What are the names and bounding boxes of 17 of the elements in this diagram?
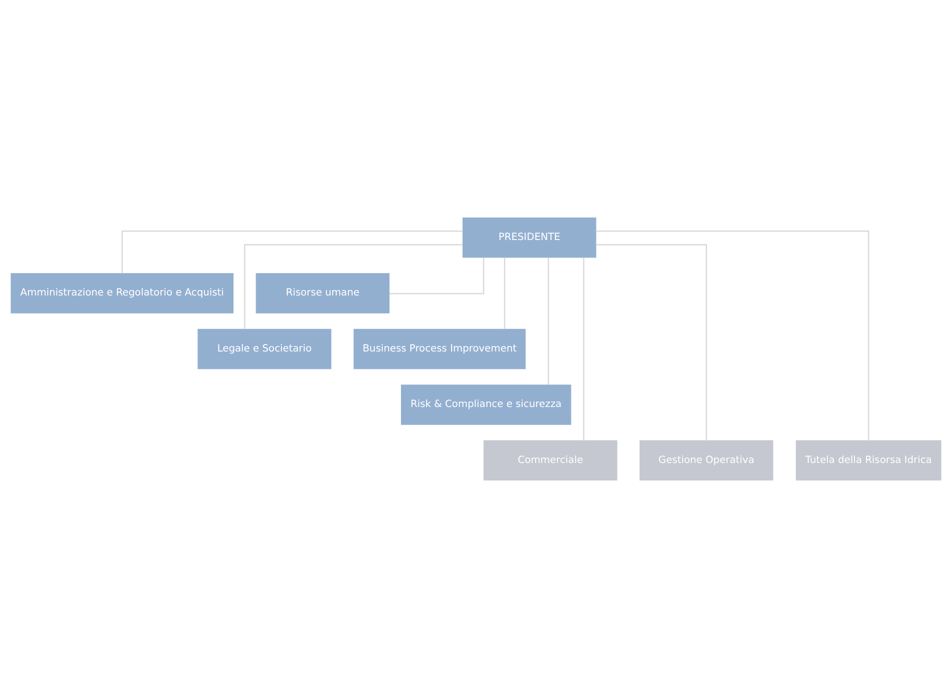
node-box: Commerciale bbox=[484, 440, 618, 481]
node-box: Legale e Societario bbox=[198, 328, 332, 370]
node-box: Risk & Compliance e sicurezza bbox=[400, 384, 572, 425]
node-box: Risorse umane bbox=[256, 273, 390, 314]
connector bbox=[596, 230, 870, 440]
connector bbox=[504, 258, 506, 329]
connector bbox=[390, 258, 484, 294]
node-box: Amministrazione e Regolatorio e Acquisti bbox=[10, 273, 234, 314]
node-box: PRESIDENTE bbox=[462, 217, 596, 258]
connector bbox=[548, 258, 550, 384]
connector bbox=[244, 244, 462, 329]
node-box: Business Process Improvement bbox=[354, 328, 526, 370]
node-box: Gestione Operativa bbox=[640, 440, 774, 481]
connector bbox=[583, 258, 584, 440]
connector bbox=[122, 230, 462, 274]
node-box: Tutela della Risorsa Idrica bbox=[796, 440, 942, 481]
connector bbox=[596, 244, 708, 440]
